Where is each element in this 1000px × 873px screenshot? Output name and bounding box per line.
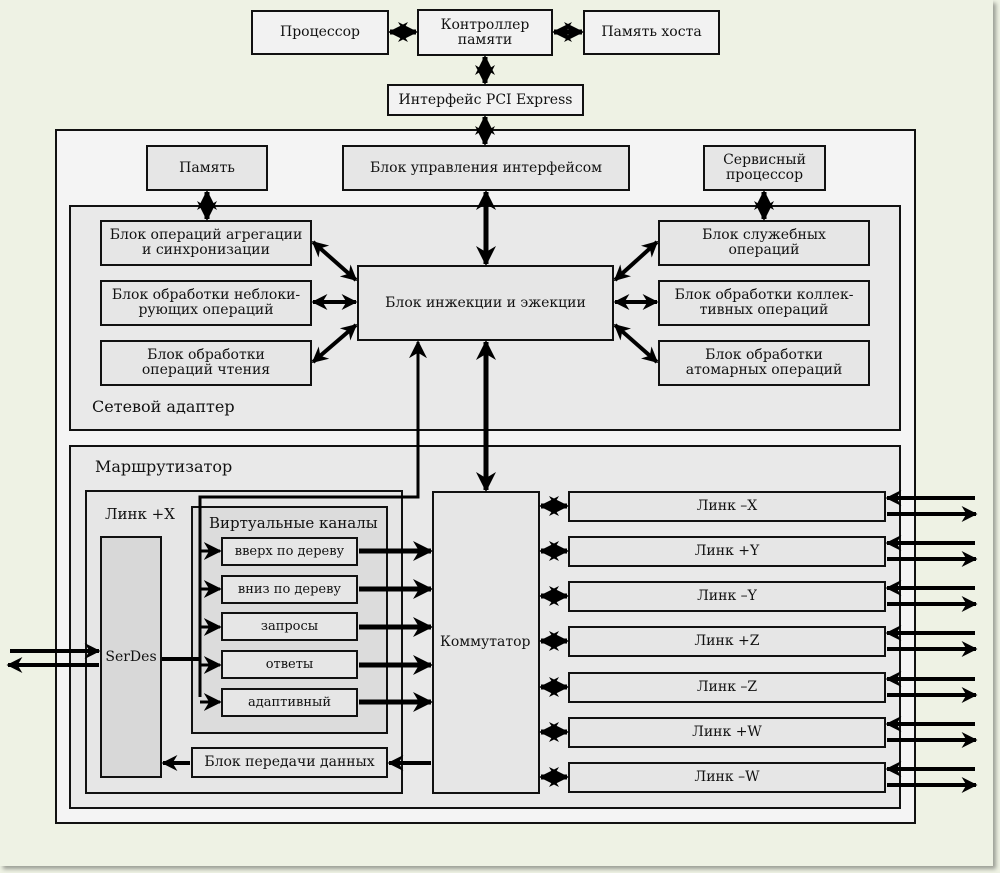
link-minus-z: Линк –Z — [568, 672, 886, 703]
read-ops-label: Блок обработки операций чтения — [141, 347, 271, 378]
channel-label: ответы — [265, 657, 314, 672]
link-px-label: Линк +X — [105, 505, 175, 523]
link-label: Линк –Y — [697, 588, 757, 604]
atomic-ops-box: Блок обработки атомарных операций — [658, 340, 870, 386]
channel-label: запросы — [260, 619, 319, 634]
injection-ejection-box: Блок инжекции и эжекции — [357, 265, 614, 341]
host-memory-label: Память хоста — [601, 24, 702, 40]
channel-responses: ответы — [221, 650, 358, 679]
router-label: Маршрутизатор — [95, 457, 233, 476]
link-label: Линк –W — [694, 769, 760, 785]
collective-ops-box: Блок обработки коллек-тивных операций — [658, 280, 870, 326]
service-processor-label: Сервисный процессор — [723, 152, 806, 183]
link-label: Линк –X — [696, 498, 758, 514]
link-minus-x: Линк –X — [568, 491, 886, 522]
processor-label: Процессор — [280, 24, 360, 40]
aggregation-label: Блок операций агрегации и синхронизации — [109, 227, 303, 258]
interface-control-label: Блок управления интерфейсом — [369, 159, 603, 176]
service-processor-box: Сервисный процессор — [703, 145, 826, 191]
channel-label: адаптивный — [247, 695, 332, 710]
link-plus-w: Линк +W — [568, 717, 886, 748]
link-label: Линк +Y — [694, 543, 760, 559]
link-label: Линк +Z — [694, 633, 760, 649]
pci-interface-label: Интерфейс PCI Express — [398, 91, 573, 108]
interface-control-box: Блок управления интерфейсом — [342, 145, 630, 191]
serdes-label: SerDes — [105, 648, 157, 665]
memory-box: Память — [146, 145, 268, 191]
read-ops-box: Блок обработки операций чтения — [100, 340, 312, 386]
host-memory-box: Память хоста — [583, 10, 720, 55]
channel-requests: запросы — [221, 612, 358, 641]
pci-interface-box: Интерфейс PCI Express — [387, 84, 584, 116]
link-plus-y: Линк +Y — [568, 536, 886, 567]
virtual-channels-label: Виртуальные каналы — [209, 514, 378, 532]
channel-label: вниз по дереву — [237, 582, 342, 597]
collective-ops-label: Блок обработки коллек-тивных операций — [674, 287, 854, 318]
data-transfer-box: Блок передачи данных — [191, 747, 388, 778]
switch-box: Коммутатор — [432, 491, 540, 794]
serdes-box: SerDes — [100, 536, 162, 778]
nonblocking-box: Блок обработки неблоки-рующих операций — [100, 280, 312, 326]
link-minus-w: Линк –W — [568, 762, 886, 793]
switch-label: Коммутатор — [440, 634, 531, 650]
injection-ejection-label: Блок инжекции и эжекции — [385, 294, 586, 311]
link-plus-z: Линк +Z — [568, 626, 886, 657]
data-transfer-label: Блок передачи данных — [204, 754, 375, 770]
service-ops-box: Блок служебных операций — [658, 220, 870, 266]
memory-controller-box: Контроллер памяти — [417, 9, 553, 56]
channel-down-tree: вниз по дереву — [221, 575, 358, 604]
memory-controller-label: Контроллер памяти — [440, 16, 530, 48]
channel-label: вверх по дереву — [234, 544, 345, 559]
network-adapter-label: Сетевой адаптер — [92, 397, 235, 416]
channel-up-tree: вверх по дереву — [221, 537, 358, 566]
channel-adaptive: адаптивный — [221, 688, 358, 717]
processor-box: Процессор — [251, 10, 389, 55]
memory-label: Память — [179, 159, 235, 176]
aggregation-box: Блок операций агрегации и синхронизации — [100, 220, 312, 266]
link-label: Линк +W — [692, 724, 762, 740]
link-label: Линк –Z — [696, 679, 758, 695]
atomic-ops-label: Блок обработки атомарных операций — [685, 347, 843, 378]
nonblocking-label: Блок обработки неблоки-рующих операций — [111, 287, 301, 318]
service-ops-label: Блок служебных операций — [702, 227, 826, 258]
link-minus-y: Линк –Y — [568, 581, 886, 612]
